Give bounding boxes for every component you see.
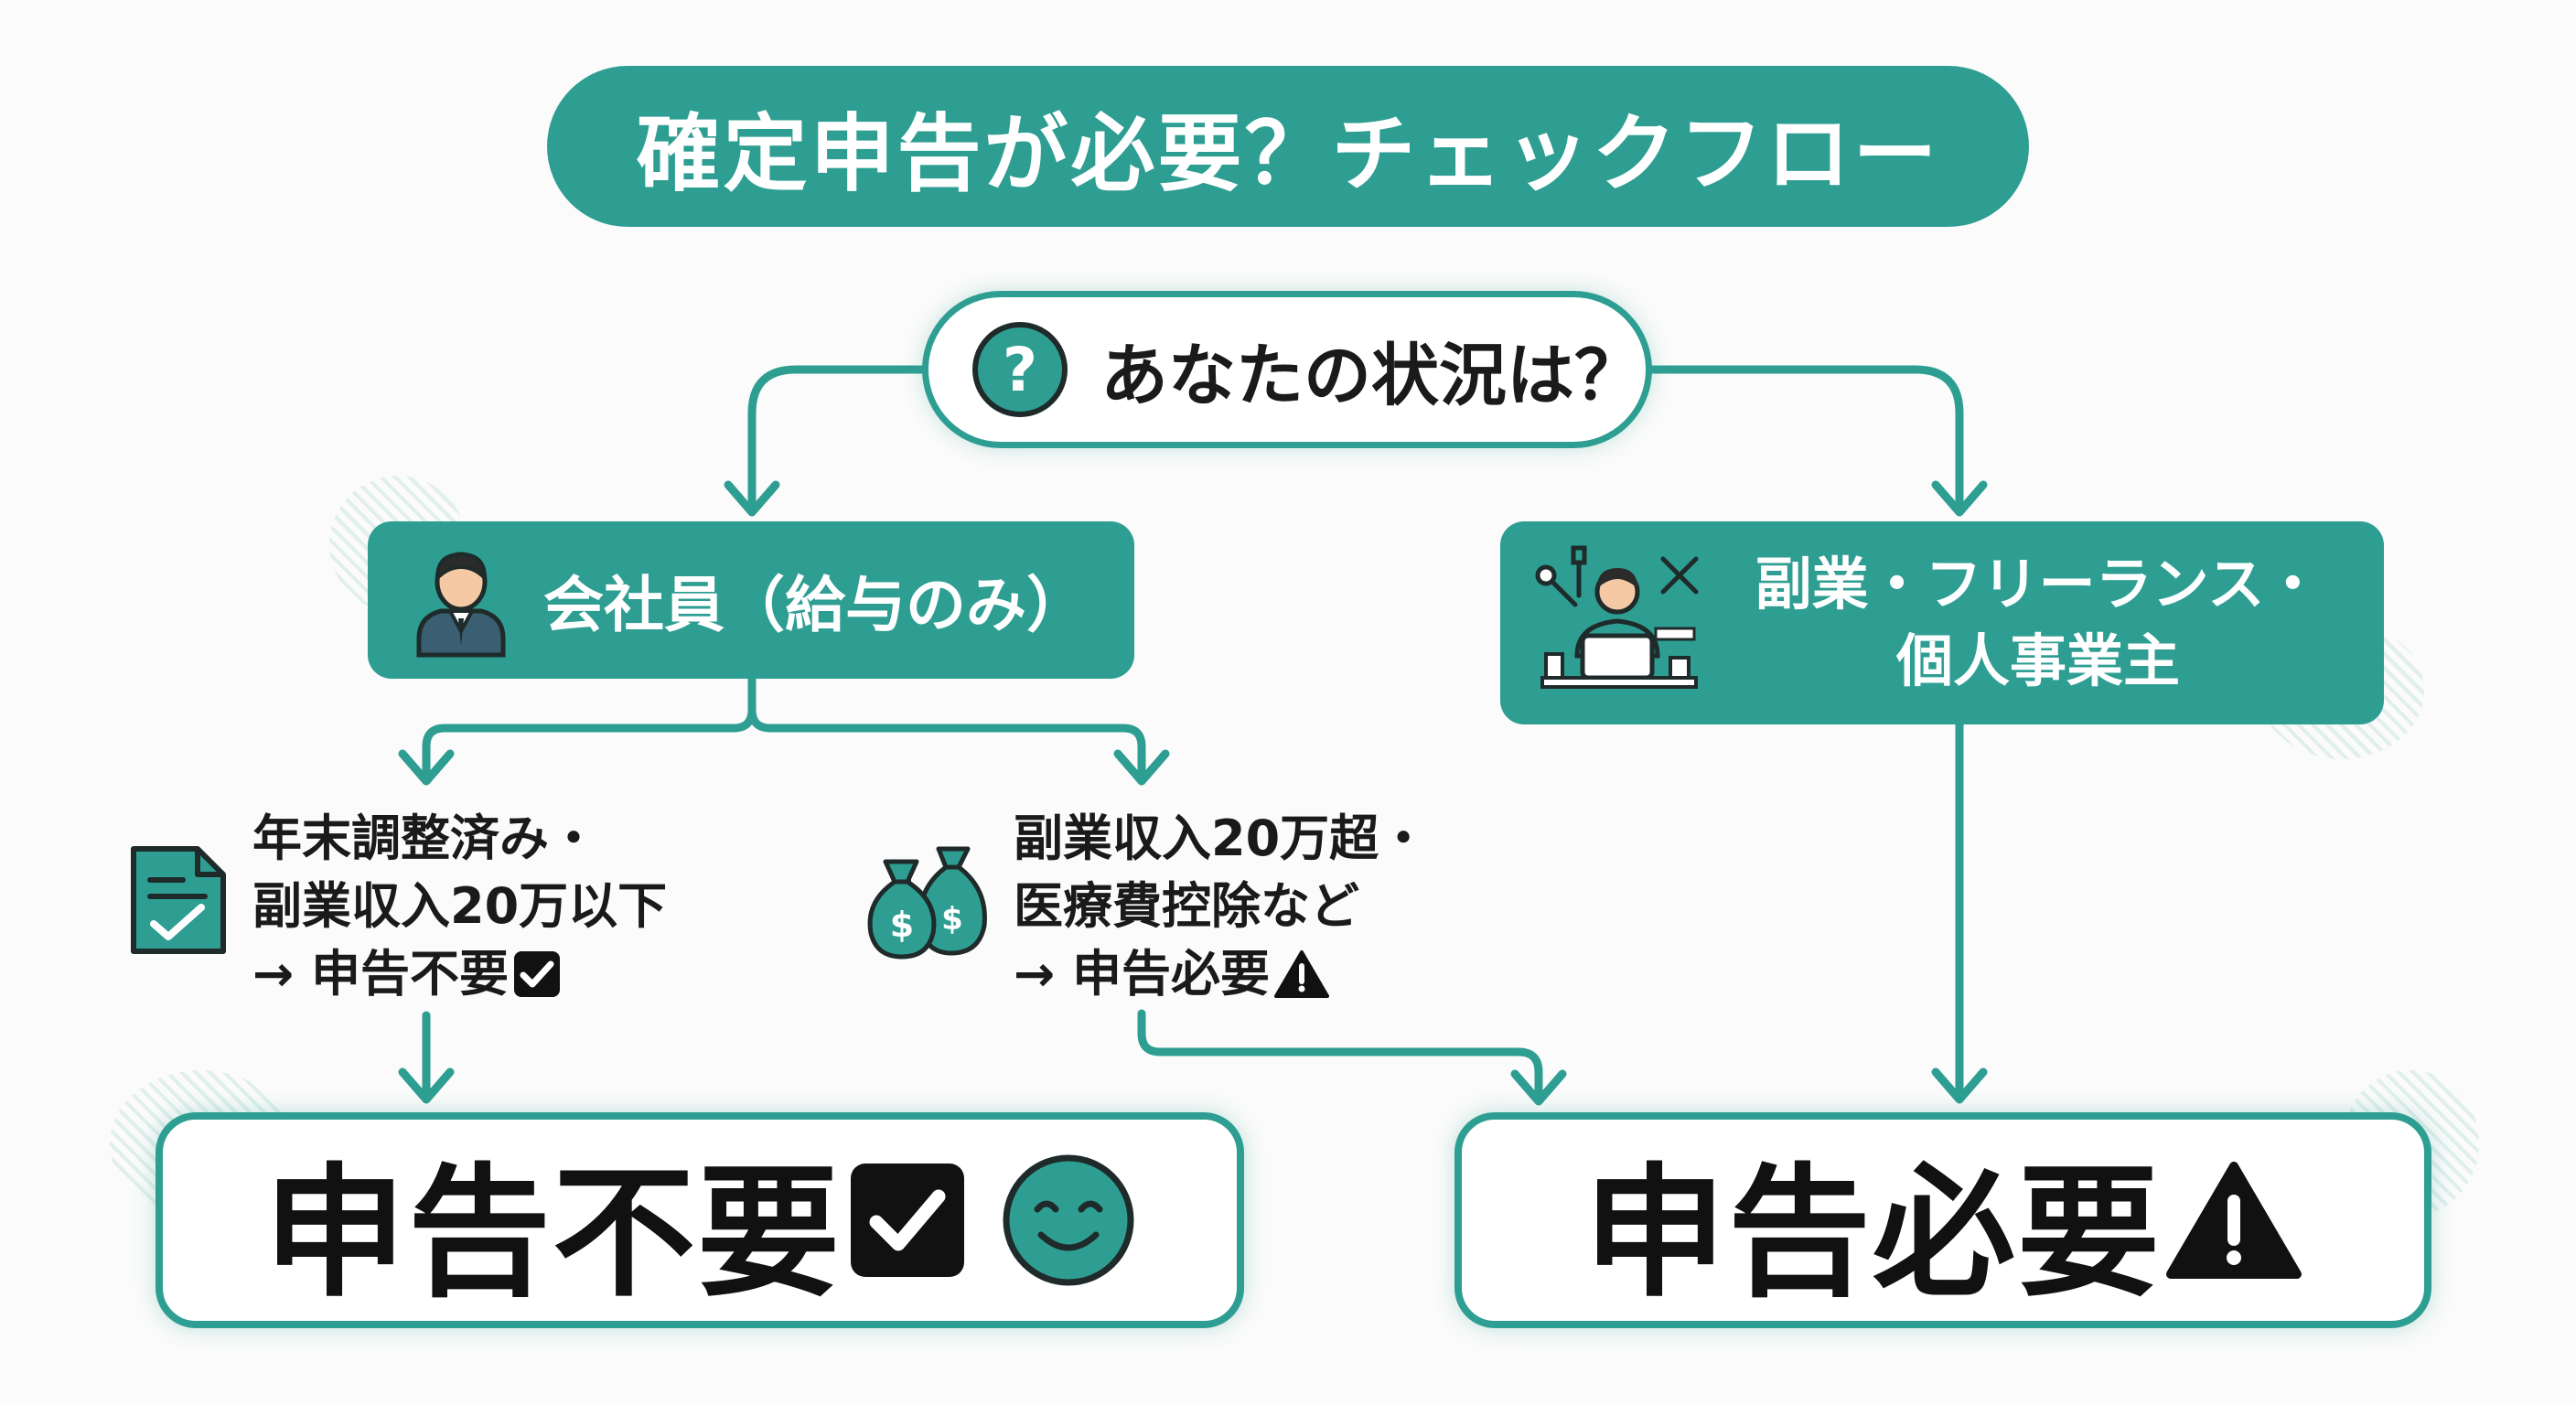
arrow-head [398, 1067, 455, 1104]
smiley-face-icon [1003, 1154, 1134, 1286]
page-title-text: 確定申告が必要？チェックフロー [636, 104, 1940, 203]
result-filing-required: 申告必要 [1454, 1112, 2431, 1328]
result-no-filing: 申告不要 [156, 1112, 1244, 1328]
page-title: 確定申告が必要？チェックフロー [547, 66, 2029, 227]
connector-yes-condition-to-result [1137, 1009, 1543, 1097]
condition-no-line-1: 年末調整済み・ [252, 810, 598, 867]
question-node: ? あなたの状況は？ [922, 291, 1652, 448]
question-mark-icon: ? [972, 322, 1068, 417]
warning-icon [2166, 1162, 2302, 1279]
arrow-head [398, 749, 455, 786]
arrow-head [1931, 480, 1988, 517]
employee-label: 会社員（給与のみ） [543, 570, 1087, 640]
freelance-label-line-1: 副業・フリーランス・ [1755, 551, 2322, 617]
businessman-icon [416, 552, 506, 658]
svg-text:$: $ [941, 901, 963, 938]
connector-employee-to-yes-condition [747, 674, 1146, 778]
freelance-label-line-2: 個人事業主 [1895, 627, 2180, 694]
svg-text:$: $ [890, 905, 914, 945]
warning-icon [1274, 950, 1330, 998]
condition-no-filing: 年末調整済み・ 副業収入20万以下 → 申告不要 [128, 805, 714, 1015]
condition-filing-required: $ $ 副業収入20万超・ 医療費控除など → 申告必要 [860, 805, 1500, 1015]
result-filing-required-text: 申告必要 [1583, 1150, 2162, 1316]
money-bags-icon: $ $ [867, 846, 987, 960]
condition-no-line-2: 副業収入20万以下 [252, 877, 668, 935]
freelance-node: 副業・フリーランス・ 個人事業主 [1500, 521, 2384, 724]
condition-yes-line-1: 副業収入20万超・ [1014, 810, 1429, 867]
condition-no-line-3: → 申告不要 [252, 940, 667, 1008]
connector-question-to-employee [747, 365, 927, 509]
checkbox-icon [514, 951, 561, 997]
checked-document-icon [131, 846, 226, 954]
condition-yes-line-2: 医療費控除など [1014, 877, 1359, 935]
condition-yes-line-3-text: → 申告必要 [1014, 945, 1271, 1003]
question-text: あなたの状況は？ [1100, 336, 1642, 415]
freelancer-workspace-icon [1535, 545, 1699, 689]
condition-no-line-3-text: → 申告不要 [252, 945, 510, 1003]
arrow-head [1510, 1069, 1567, 1106]
arrow-head [1931, 1067, 1988, 1104]
freelance-label: 副業・フリーランス・ 個人事業主 [1727, 546, 2349, 700]
arrow-head [724, 480, 780, 517]
condition-yes-line-3: → 申告必要 [1014, 940, 1428, 1008]
connector-question-to-freelance [1648, 365, 1964, 509]
result-no-filing-text: 申告不要 [263, 1150, 842, 1316]
employee-node: 会社員（給与のみ） [368, 521, 1134, 679]
arrow-head [1113, 749, 1170, 786]
connector-employee-to-no-condition [422, 674, 757, 778]
checkbox-icon [851, 1164, 964, 1277]
